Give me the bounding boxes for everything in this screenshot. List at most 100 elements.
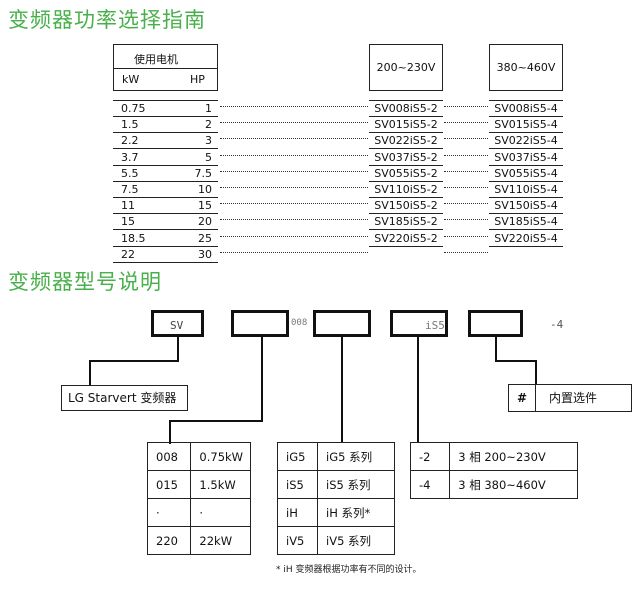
capacity-row-value: 1.5kW (190, 470, 251, 499)
hp-value: 25 (198, 231, 212, 245)
kw-value: 3.7 (121, 150, 139, 164)
brand-label: LG Starvert 变频器 (61, 385, 188, 411)
kw-value: 18.5 (121, 231, 146, 245)
kw-value: 1.5 (121, 118, 139, 132)
hp-value: 3 (205, 134, 212, 148)
voltage-row-code: -4 (409, 470, 451, 499)
code-box-option-text: -4 (550, 318, 564, 331)
code-box-voltage (468, 310, 523, 337)
voltage-row-desc: 3 相 200~230V (449, 442, 578, 471)
code-box-capacity-text: 008 (291, 318, 308, 328)
model-200-cell: SV008iS5-2 (369, 101, 443, 117)
hp-header: HP (190, 73, 205, 86)
capacity-row-value: 0.75kW (190, 442, 251, 471)
model-400-cell: SV022iS5-4 (489, 133, 563, 150)
capacity-row-code: · (146, 498, 192, 527)
series-row-code: iH (276, 498, 319, 527)
model-400-cell: SV008iS5-4 (489, 101, 563, 117)
hp-value: 5 (205, 150, 212, 164)
kw-header: kW (122, 73, 140, 86)
code-box-series: iS5 (390, 310, 448, 337)
hp-value: 7.5 (194, 166, 213, 180)
voltage-header-200: 200~230V (369, 44, 443, 91)
hp-value: 15 (198, 199, 212, 213)
motor-rating-row: 18.5 25 (113, 231, 218, 247)
motor-rating-row: 7.5 10 (113, 182, 218, 198)
section-title-model: 变频器型号说明 (8, 270, 162, 294)
voltage-row-desc: 3 相 380~460V (449, 470, 578, 499)
hp-value: 10 (198, 183, 212, 196)
voltage-200-label: 200~230V (376, 61, 436, 74)
model-400-cell: SV037iS5-4 (489, 150, 563, 166)
model-400-cell: SV055iS5-4 (489, 166, 563, 182)
motor-rating-row: 22 30 (113, 247, 218, 263)
model-200-cell: SV110iS5-2 (369, 182, 443, 198)
motor-header-label: 使用电机 (134, 53, 178, 66)
series-row-code: iG5 (276, 442, 319, 471)
code-box-capacity (231, 310, 289, 337)
option-symbol: # (509, 385, 536, 411)
motor-rating-row: 0.75 1 (113, 101, 218, 117)
kw-value: 22 (121, 247, 135, 261)
capacity-row-code: 008 (146, 442, 192, 471)
series-row-name: iS5 系列 (317, 470, 395, 499)
model-200-cell: SV185iS5-2 (369, 214, 443, 231)
series-row-name: iV5 系列 (317, 526, 395, 555)
kw-value: 7.5 (121, 183, 139, 196)
capacity-row-value: · (190, 498, 251, 527)
kw-value: 11 (121, 199, 135, 213)
hp-value: 20 (198, 215, 212, 229)
option-label: 内置选件 (549, 391, 598, 405)
model-200-cell: SV150iS5-2 (369, 198, 443, 215)
kw-value: 0.75 (121, 102, 146, 115)
code-box-series-a (313, 310, 371, 337)
series-row-name: iH 系列* (317, 498, 395, 527)
capacity-row: ·· (146, 498, 251, 527)
model-200-cell: SV015iS5-2 (369, 117, 443, 134)
footnote: * iH 变频器根据功率有不同的设计。 (276, 565, 422, 575)
option-label-box: # 内置选件 (508, 384, 632, 412)
hp-value: 2 (205, 118, 212, 132)
model-400-cell: SV015iS5-4 (489, 117, 563, 134)
voltage-row-code: -2 (409, 442, 451, 471)
voltage-400-label: 380~460V (496, 61, 556, 74)
kw-value: 5.5 (121, 166, 139, 180)
model-200-cell: SV022iS5-2 (369, 133, 443, 150)
section-title-selection: 变频器功率选择指南 (8, 8, 206, 32)
capacity-row-code: 220 (146, 526, 192, 555)
capacity-row-value: 22kW (190, 526, 251, 555)
voltage-header-400: 380~460V (489, 44, 563, 91)
kw-value: 15 (121, 215, 135, 229)
capacity-row-code: 015 (146, 470, 192, 499)
model-200-cell: SV220iS5-2 (369, 231, 443, 247)
model-400-cell: SV150iS5-4 (489, 198, 563, 215)
series-row-name: iG5 系列 (317, 442, 395, 471)
model-400-cell: SV220iS5-4 (489, 231, 563, 247)
motor-rating-row: 5.5 7.5 (113, 166, 218, 182)
hp-value: 1 (205, 102, 212, 115)
motor-header: 使用电机 kW HP (113, 44, 218, 91)
model-200-cell: SV055iS5-2 (369, 166, 443, 182)
motor-rating-row: 11 15 (113, 198, 218, 215)
series-row-code: iV5 (276, 526, 319, 555)
series-row-code: iS5 (276, 470, 319, 499)
model-400-cell: SV110iS5-4 (489, 182, 563, 198)
kw-value: 2.2 (121, 134, 139, 148)
hp-value: 30 (198, 247, 212, 261)
